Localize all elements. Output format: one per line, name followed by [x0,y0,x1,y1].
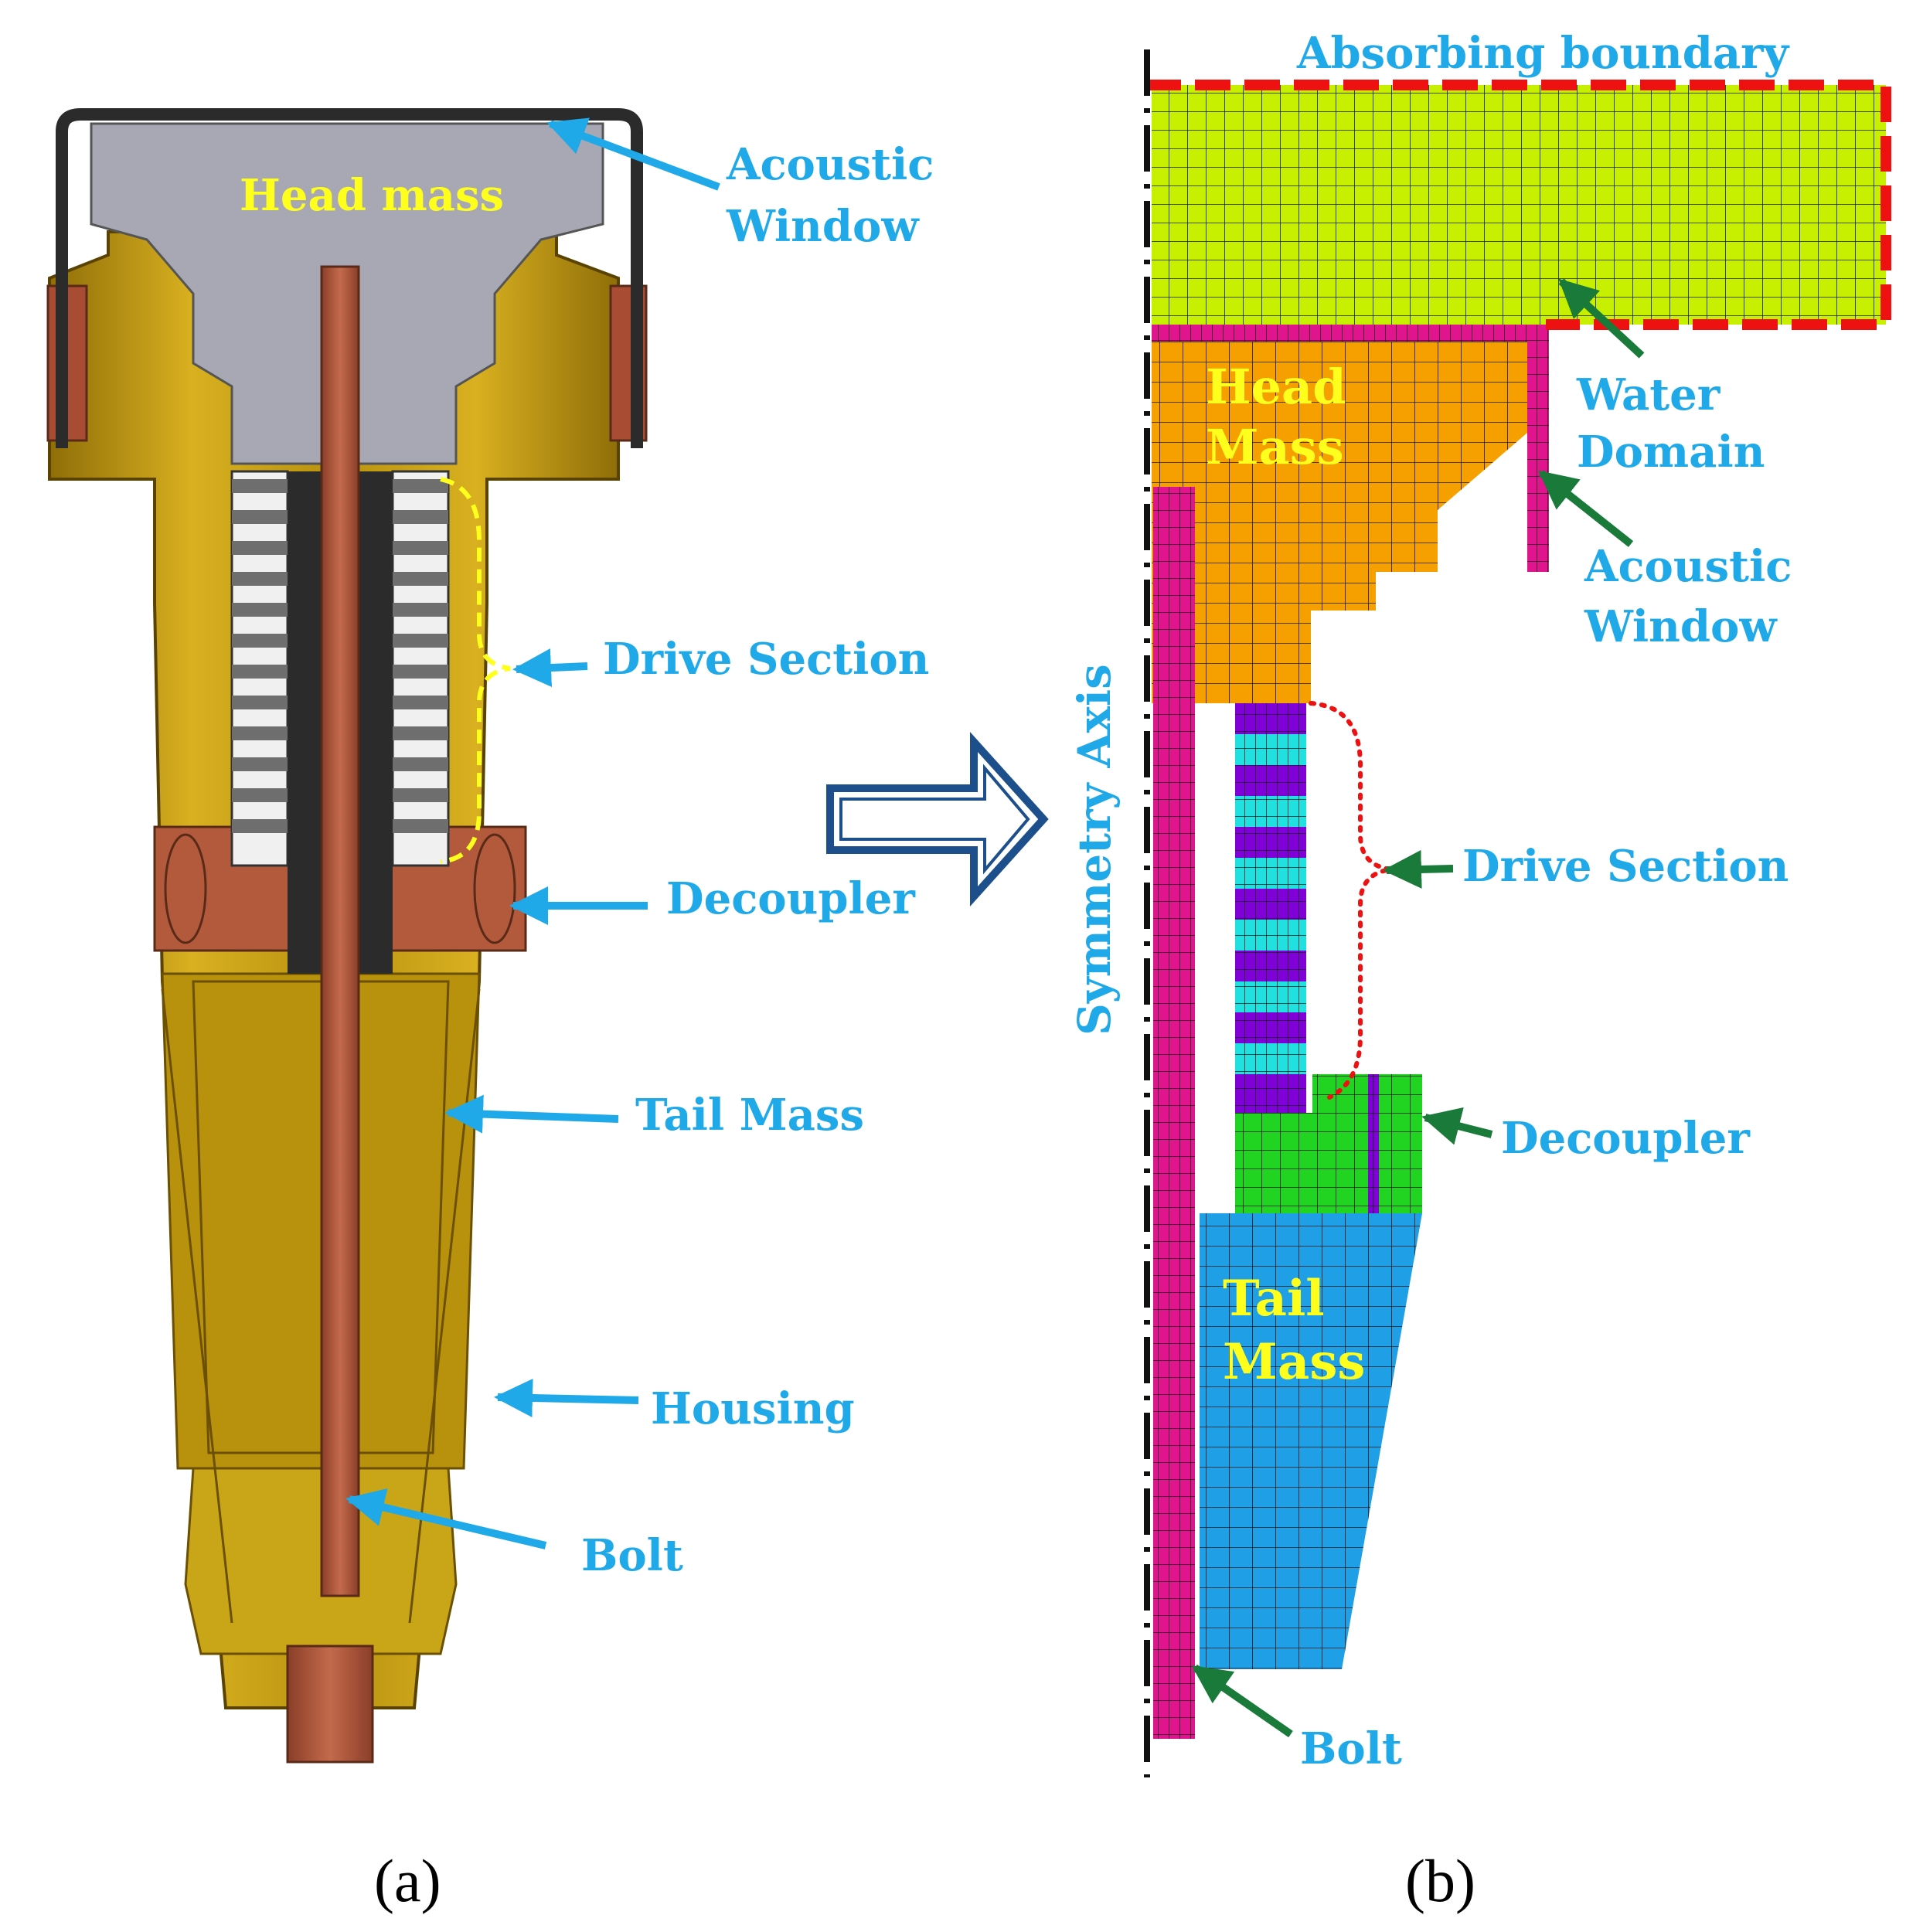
label-bolt-a: Bolt [581,1530,683,1581]
label-drive-section-b: Drive Section [1462,841,1789,892]
label-drive-section-a: Drive Section [603,634,929,685]
label-water-domain-2: Domain [1577,427,1765,478]
label-tail-mass-b-1: Tail [1223,1270,1325,1328]
label-symmetry-axis: Symmetry Axis [1068,664,1121,1036]
drive-stack-left [230,470,322,974]
absorbing-boundary [1145,80,1891,330]
transition-arrow [826,731,1049,907]
caption-b: (b) [1405,1847,1475,1914]
drive-brace-a [440,477,511,864]
label-decoupler-a: Decoupler [666,873,916,924]
label-acoustic-window-a-2: Window [726,201,920,252]
panel-a-drawing [46,108,648,1764]
drive-section-region [1235,703,1306,1113]
label-decoupler-b: Decoupler [1501,1113,1751,1164]
label-water-domain-1: Water [1576,369,1721,420]
arrows-b [1191,278,1645,1738]
label-acoustic-window-b-2: Window [1584,601,1778,652]
label-bolt-b: Bolt [1300,1723,1402,1774]
panel-b-mesh [1144,49,1891,1777]
label-tail-mass-b-2: Mass [1223,1333,1365,1391]
label-head-mass-a: Head mass [240,170,504,221]
acoustic-window-shape [56,108,643,448]
bolt-body [320,265,360,1597]
label-tail-mass-a: Tail Mass [635,1090,864,1141]
label-acoustic-window-a-1: Acoustic [726,139,934,190]
label-head-mass-b-2: Mass [1206,419,1344,475]
drive-brace-b [1309,701,1392,1100]
label-acoustic-window-b-1: Acoustic [1584,541,1792,592]
arrows-a [345,117,720,1549]
label-housing-a: Housing [651,1383,855,1434]
label-absorbing-boundary: Absorbing boundary [1296,28,1790,79]
drive-stack-right [359,470,450,974]
label-head-mass-b-1: Head [1206,359,1346,415]
caption-a: (a) [374,1847,441,1914]
